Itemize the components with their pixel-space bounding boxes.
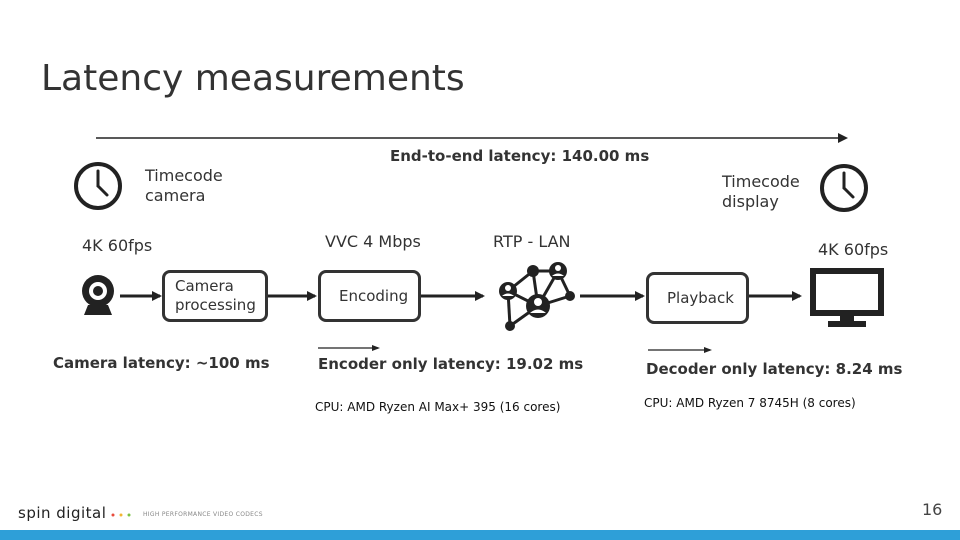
network-label: RTP - LAN — [493, 232, 571, 251]
camera-processing-label-1: Camera — [175, 277, 234, 295]
camera-processing-label-2: processing — [175, 296, 256, 314]
playback-label: Playback — [667, 289, 734, 307]
end-to-end-latency-label: End-to-end latency: 140.00 ms — [390, 147, 650, 165]
encoding-label: Encoding — [339, 287, 409, 305]
network-icon — [499, 262, 575, 331]
brand-tagline: HIGH PERFORMANCE VIDEO CODECS — [143, 511, 263, 518]
encoder-cpu-label: CPU: AMD Ryzen AI Max+ 395 (16 cores) — [315, 400, 561, 414]
decoder-cpu-label: CPU: AMD Ryzen 7 8745H (8 cores) — [644, 396, 856, 410]
page-number: 16 — [922, 500, 943, 519]
codec-label: VVC 4 Mbps — [325, 232, 421, 251]
clock-icon — [820, 164, 868, 212]
camera-latency-label: Camera latency: ~100 ms — [53, 354, 270, 372]
brand-dots — [111, 513, 131, 517]
camera-processing-box: Camera processing — [162, 270, 268, 322]
decoder-latency-label: Decoder only latency: 8.24 ms — [646, 360, 903, 378]
clock-icon — [74, 162, 122, 210]
slide-title: Latency measurements — [41, 58, 465, 99]
display-format-label: 4K 60fps — [818, 240, 889, 259]
footer-bar — [0, 530, 960, 540]
timecode-display-label-2: display — [722, 192, 779, 211]
monitor-icon — [810, 268, 884, 327]
playback-box: Playback — [646, 272, 749, 324]
encoding-box: Encoding — [318, 270, 421, 322]
brand-logo: spin digital — [18, 504, 107, 522]
timecode-display-label-1: Timecode — [722, 172, 800, 191]
encoder-latency-label: Encoder only latency: 19.02 ms — [318, 355, 584, 373]
timecode-camera-label-1: Timecode — [145, 166, 223, 185]
webcam-icon — [82, 275, 114, 315]
camera-format-label: 4K 60fps — [82, 236, 153, 255]
timecode-camera-label-2: camera — [145, 186, 206, 205]
